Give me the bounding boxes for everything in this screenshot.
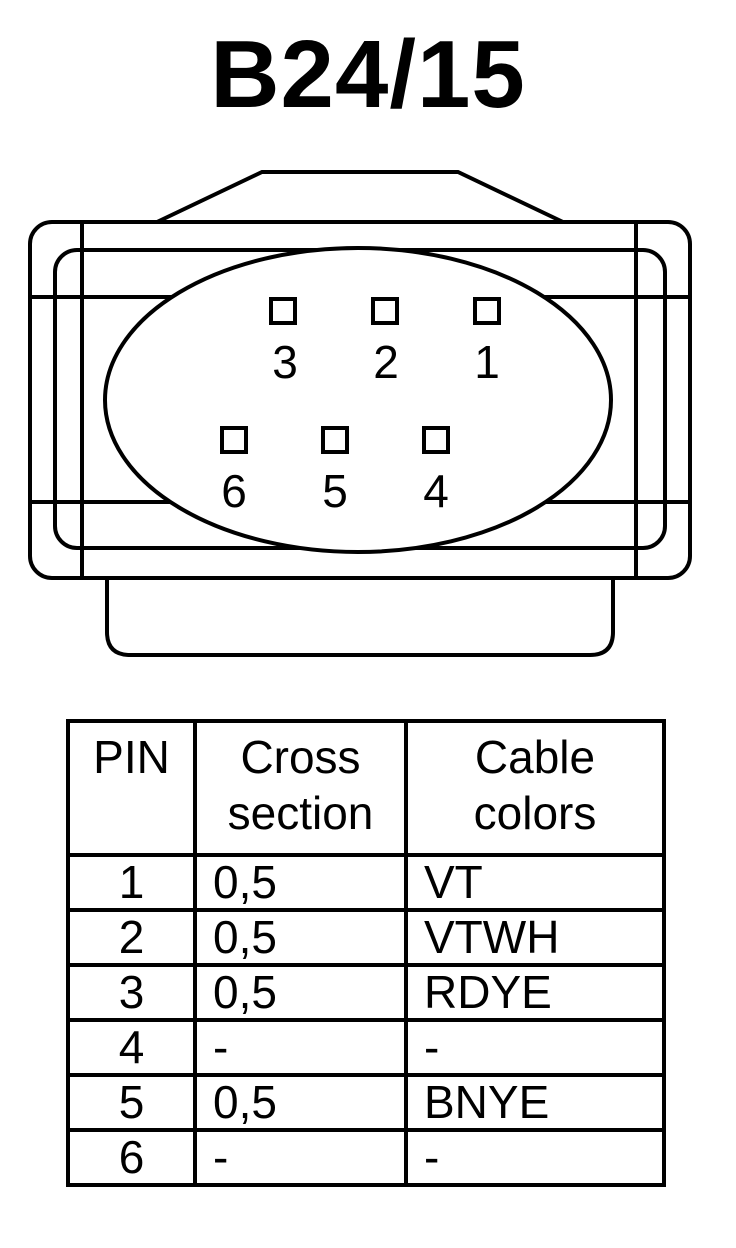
pin-2-square (371, 297, 399, 325)
connector-top-key (156, 170, 564, 224)
pin-label-4: 4 (423, 465, 449, 517)
pin-cell: 6 (66, 1128, 197, 1187)
cross-section-cell: - (193, 1128, 408, 1187)
cross-section-cell: 0,5 (193, 963, 408, 1022)
pin-label-1: 1 (474, 336, 500, 388)
cable-color-cell: RDYE (404, 963, 666, 1022)
pin-label-6: 6 (221, 465, 247, 517)
cable-color-cell: - (404, 1128, 666, 1187)
pin-cell: 5 (66, 1073, 197, 1132)
cable-color-cell: VT (404, 853, 666, 912)
pin-6-square (220, 426, 248, 454)
connector-outer-housing (28, 220, 692, 580)
cable-color-cell: - (404, 1018, 666, 1077)
cross-section-cell: 0,5 (193, 1073, 408, 1132)
header-pin: PIN (66, 719, 197, 857)
pin-cell: 2 (66, 908, 197, 967)
cross-section-cell: - (193, 1018, 408, 1077)
pin-4-square (422, 426, 450, 454)
pin-cell: 3 (66, 963, 197, 1022)
pin-label-2: 2 (373, 336, 399, 388)
pin-1-square (473, 297, 501, 325)
table-row: 3 0,5 RDYE (66, 963, 666, 1022)
pin-5-square (321, 426, 349, 454)
table-row: 6 - - (66, 1128, 666, 1187)
pin-label-3: 3 (272, 336, 298, 388)
cable-color-cell: BNYE (404, 1073, 666, 1132)
pin-3-square (269, 297, 297, 325)
connector-title: B24/15 (210, 21, 526, 128)
pin-oval (103, 246, 613, 554)
pin-label-5: 5 (322, 465, 348, 517)
table-row: 2 0,5 VTWH (66, 908, 666, 967)
pin-cell: 4 (66, 1018, 197, 1077)
connector-face-diagram: 3 2 1 6 5 4 (28, 170, 692, 657)
cable-color-cell: VTWH (404, 908, 666, 967)
table-row: 5 0,5 BNYE (66, 1073, 666, 1132)
cross-section-cell: 0,5 (193, 853, 408, 912)
connector-bottom-tab (105, 578, 615, 657)
pin-cell: 1 (66, 853, 197, 912)
table-row: 1 0,5 VT (66, 853, 666, 912)
cross-section-cell: 0,5 (193, 908, 408, 967)
table-row: 4 - - (66, 1018, 666, 1077)
